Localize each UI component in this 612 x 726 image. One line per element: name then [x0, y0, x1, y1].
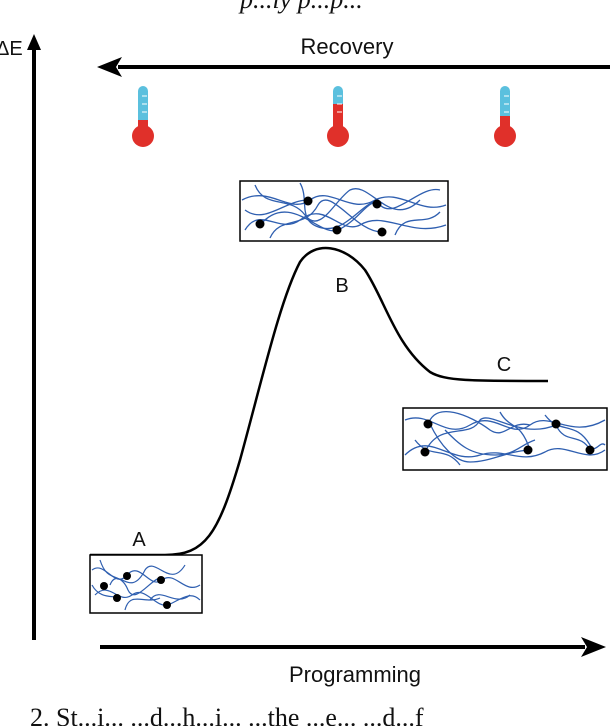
thermometer-left-icon: [132, 86, 154, 147]
polymer-network-b: [239, 180, 449, 242]
polymer-network-c: [402, 407, 608, 471]
y-axis-arrowhead: [27, 34, 41, 50]
state-label-a: A: [132, 529, 146, 551]
state-label-b: B: [335, 275, 348, 297]
programming-label: Programming: [289, 662, 421, 687]
recovery-arrowhead: [97, 57, 122, 77]
y-axis-label: ΔE: [0, 38, 23, 60]
thermometer-center-icon: [327, 86, 349, 147]
top-text-fragment: p...ly p...p...: [238, 0, 363, 14]
programming-arrowhead: [581, 637, 606, 657]
caption-fragment: 2. St...i... ...d...h...i... ...the ...e…: [30, 703, 424, 726]
energy-curve: [90, 246, 549, 557]
recovery-label: Recovery: [301, 34, 394, 59]
polymer-network-a: [89, 554, 203, 614]
state-label-c: C: [497, 354, 511, 376]
thermometer-right-icon: [494, 86, 516, 147]
